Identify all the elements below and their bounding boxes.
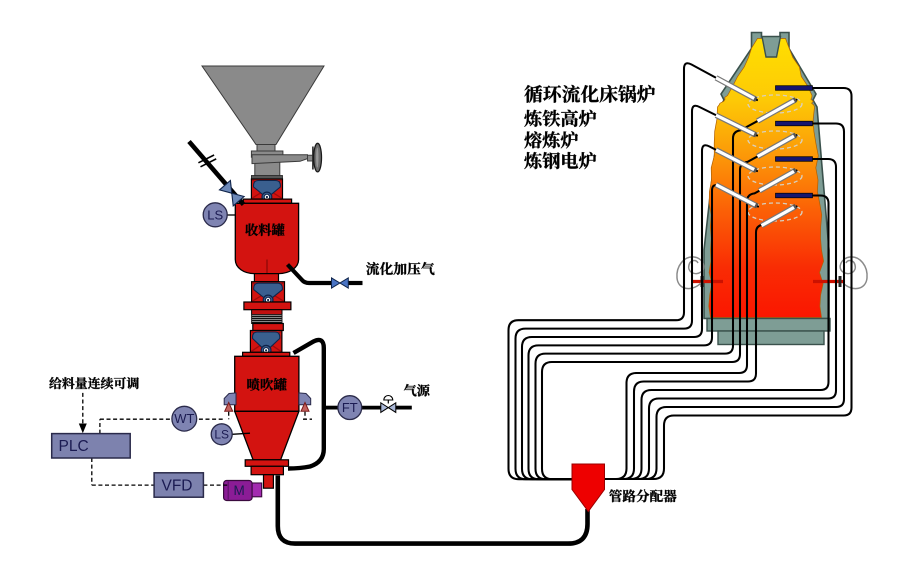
svg-text:M: M	[234, 483, 245, 498]
svg-text:LS: LS	[207, 207, 223, 222]
svg-text:VFD: VFD	[162, 478, 193, 495]
svg-text:LS: LS	[214, 428, 229, 442]
svg-text:PLC: PLC	[59, 438, 89, 455]
svg-text:FT: FT	[342, 400, 358, 415]
svg-text:WT: WT	[174, 411, 194, 426]
